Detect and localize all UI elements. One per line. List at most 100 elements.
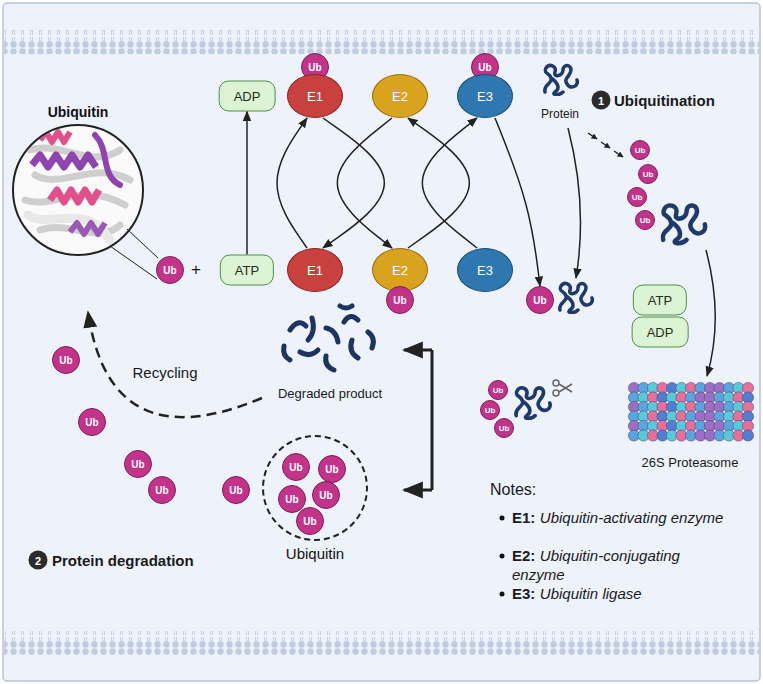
ubiquitin-structure-lens: Ubiquitin [12, 124, 144, 256]
degraded-fragments [344, 316, 358, 322]
ubiquitin-circle: Ub [318, 455, 346, 483]
degradation-arrow [706, 250, 715, 376]
proteasome-illustration [628, 382, 753, 441]
node-label: Ub [325, 464, 338, 475]
node-label: Ub [85, 417, 98, 428]
e1-enzyme: E1 [287, 74, 343, 118]
degraded-fragments [284, 306, 374, 370]
node-label: Ub [499, 424, 510, 433]
degraded-fragments [290, 323, 306, 330]
node-label: Ub [643, 170, 654, 179]
heading: Ubiquitin [48, 104, 109, 120]
ubiquitin-circle: Ub [222, 476, 250, 504]
step-arrows [601, 142, 610, 148]
zoom-line [110, 246, 157, 279]
node-label: Ub [635, 146, 646, 155]
reaction-arrow [323, 118, 384, 248]
callout-number: 1 [592, 91, 611, 110]
callout-number: 2 [29, 551, 48, 570]
ubiquitin-circle: Ub [494, 418, 514, 438]
proteasome-subunit [742, 430, 753, 441]
node-label: E1 [307, 89, 323, 104]
protein-icon [545, 65, 578, 94]
ubiquitin-circle: Ub [638, 164, 658, 184]
node-label: Ub [285, 494, 298, 505]
text-label: 26S Proteasome [642, 455, 739, 470]
note-definition: Ubiquitin ligase [540, 585, 642, 602]
bullet [500, 592, 505, 597]
ubiquitin-structure [14, 126, 142, 254]
node-label: Ub [59, 355, 72, 366]
degraded-fragments [340, 306, 352, 308]
protein-icon [516, 388, 550, 419]
ubiquitin-structure [40, 132, 70, 142]
ubiquitin-circle: Ub [156, 256, 184, 284]
node-label: Ub [303, 516, 316, 527]
step-arrows [614, 151, 623, 157]
e3-enzyme: E3 [457, 74, 513, 118]
node-label: E3 [477, 89, 493, 104]
ubiquitin-structure [70, 223, 105, 234]
scissors [553, 380, 559, 386]
node-label: ATP [648, 293, 672, 308]
ubiquitin-structure [14, 126, 142, 254]
degraded-fragments [284, 346, 290, 360]
note-line: E1:Ubiquitin-activating enzyme [512, 508, 734, 527]
text-label: Protein degradation [52, 552, 194, 569]
node-label: Ub [229, 485, 242, 496]
node-label: Ub [632, 193, 643, 202]
energy-box: ATP [633, 285, 687, 316]
energy-box: ADP [219, 81, 276, 112]
note-term: E2: [512, 547, 535, 564]
membrane-band [4, 30, 759, 54]
node-label: Ub [393, 295, 406, 306]
node-label: Ub [478, 62, 491, 73]
e2-enzyme: E2 [372, 74, 428, 118]
ubiquitin-structure [50, 190, 99, 202]
node-label: Ub [319, 490, 332, 501]
energy-box: ATP [220, 255, 274, 286]
e1-enzyme: E1 [287, 248, 343, 292]
node-label: ATP [235, 263, 259, 278]
ubiquitin-circle: Ub [124, 450, 152, 478]
e3-enzyme: E3 [457, 248, 513, 292]
membrane-band [4, 631, 759, 655]
text-label: Recycling [132, 364, 197, 381]
node-label: Ub [155, 485, 168, 496]
text-label: + [191, 260, 201, 280]
ubiquitin-circle: Ub [312, 481, 340, 509]
output-arrow [404, 489, 432, 492]
node-label: Ub [493, 386, 504, 395]
node-label: E3 [477, 263, 493, 278]
bullet [500, 554, 505, 559]
note-definition: Ubiquitin-activating enzyme [540, 509, 723, 526]
degraded-fragments [308, 318, 313, 340]
node-label: Ub [640, 216, 651, 225]
text-label: Degraded product [278, 386, 382, 401]
output-bar [431, 350, 434, 490]
note-term: E3: [512, 585, 535, 602]
node-label: E2 [392, 263, 408, 278]
node-label: E2 [392, 89, 408, 104]
degraded-fragments [326, 356, 334, 370]
ubiquitin-pool: UbiquitinUbUbUbUbUb [262, 435, 368, 541]
note-definition: Ubiquitin-conjugating enzyme [512, 547, 680, 583]
degraded-fragments [300, 350, 318, 355]
degraded-fragments [326, 328, 338, 342]
bullet [500, 516, 505, 597]
node-label: Ub [308, 62, 321, 73]
recycling-arrow [88, 312, 262, 417]
scissors [559, 384, 572, 392]
protein-icon [663, 205, 705, 243]
ubiquitin-circle: Ub [480, 400, 500, 420]
node-label: Ub [485, 406, 496, 415]
reaction-arrow [337, 118, 392, 248]
node-label: Ub [163, 265, 176, 276]
ubiquitin-circle: Ub [282, 453, 310, 481]
step-arrows [588, 133, 597, 139]
reaction-arrow [277, 118, 307, 248]
bullet [500, 516, 505, 521]
scissors [559, 384, 572, 392]
ubiquitin-structure [32, 155, 96, 167]
node-label: E1 [307, 263, 323, 278]
